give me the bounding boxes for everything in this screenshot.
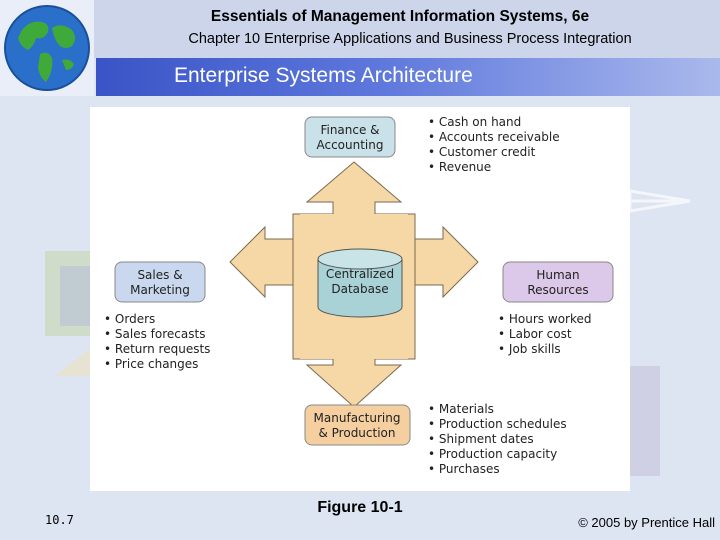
mfg-item: • Shipment dates	[428, 432, 534, 446]
hr-item: • Hours worked	[498, 312, 592, 326]
finance-item: • Cash on hand	[428, 115, 521, 129]
sales-list: • Orders • Sales forecasts • Return requ…	[104, 312, 210, 371]
finance-accounting-box: Finance & Accounting	[304, 116, 396, 158]
sales-title-1: Sales &	[137, 268, 182, 282]
manufacturing-production-box: Manufacturing & Production	[304, 404, 411, 446]
mfg-item: • Purchases	[428, 462, 500, 476]
mfg-item: • Production capacity	[428, 447, 557, 461]
finance-item: • Accounts receivable	[428, 130, 560, 144]
mfg-item: • Production schedules	[428, 417, 567, 431]
finance-list: • Cash on hand • Accounts receivable • C…	[428, 115, 560, 174]
mfg-list: • Materials • Production schedules • Shi…	[428, 402, 567, 476]
hr-list: • Hours worked • Labor cost • Job skills	[498, 312, 592, 356]
finance-item: • Revenue	[428, 160, 491, 174]
finance-item: • Customer credit	[428, 145, 536, 159]
sales-marketing-box: Sales & Marketing	[114, 261, 206, 303]
figure-label: Figure 10-1	[317, 499, 403, 516]
database-label-2: Database	[331, 282, 388, 296]
copyright-notice: © 2005 by Prentice Hall	[578, 515, 715, 530]
finance-title-2: Accounting	[316, 138, 383, 152]
header-bar	[0, 0, 720, 58]
left-arrow	[229, 225, 294, 299]
hr-item: • Job skills	[498, 342, 561, 356]
slide-number: 10.7	[45, 513, 74, 527]
mfg-title-1: Manufacturing	[314, 411, 401, 425]
hr-title-1: Human	[536, 268, 579, 282]
database-label-1: Centralized	[326, 267, 394, 281]
hr-title-2: Resources	[527, 283, 588, 297]
globe-logo	[0, 0, 94, 96]
slide-title-bar: Enterprise Systems Architecture	[96, 58, 720, 96]
slide-title: Enterprise Systems Architecture	[174, 64, 473, 87]
finance-title-1: Finance &	[320, 123, 379, 137]
figure-panel: Centralized Database Finance & Accountin…	[90, 107, 630, 491]
sales-item: • Orders	[104, 312, 155, 326]
sales-item: • Sales forecasts	[104, 327, 205, 341]
sales-title-2: Marketing	[130, 283, 190, 297]
sales-item: • Return requests	[104, 342, 210, 356]
enterprise-diagram: Centralized Database Finance & Accountin…	[104, 115, 614, 476]
mfg-item: • Materials	[428, 402, 494, 416]
mfg-title-2: & Production	[318, 426, 395, 440]
human-resources-box: Human Resources	[502, 261, 614, 303]
book-title: Essentials of Management Information Sys…	[210, 8, 590, 25]
chapter-subtitle: Chapter 10 Enterprise Applications and B…	[188, 31, 632, 47]
sales-item: • Price changes	[104, 357, 198, 371]
hr-item: • Labor cost	[498, 327, 572, 341]
right-arrow	[414, 225, 479, 299]
centralized-database: Centralized Database	[317, 248, 403, 318]
